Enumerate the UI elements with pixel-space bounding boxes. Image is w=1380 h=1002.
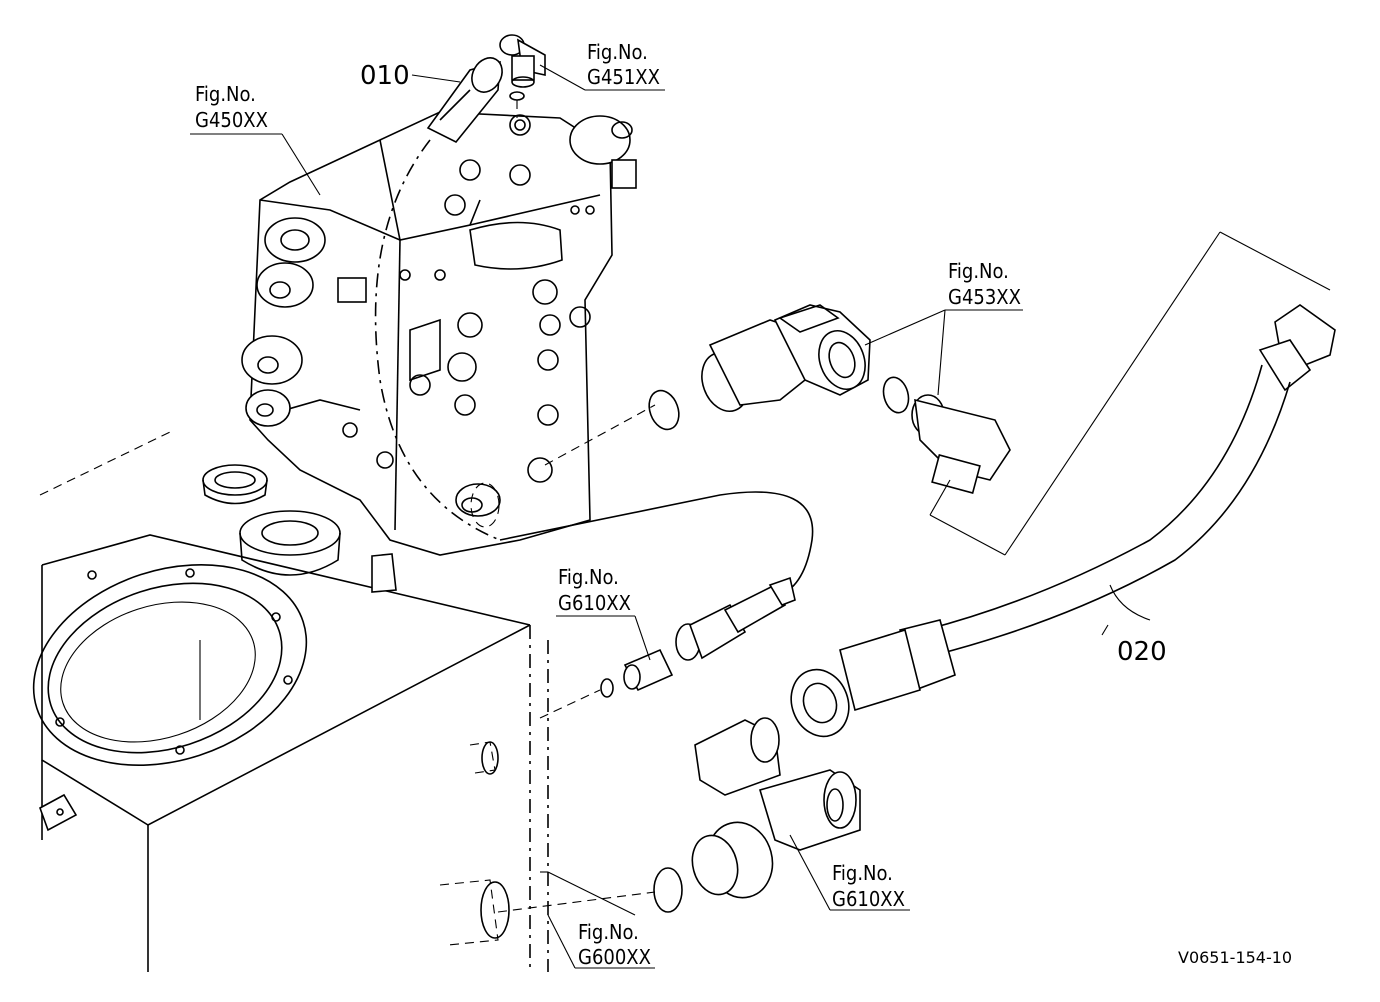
fig-g450-line2: G450XX — [195, 108, 268, 132]
drawing-reference: V0651-154-10 — [1178, 948, 1292, 967]
fig-g453-line2: G453XX — [948, 285, 1021, 309]
fig-g450-line1: Fig.No. — [195, 82, 256, 106]
elbow-fitting-g453 — [544, 304, 1011, 494]
leader-lines — [190, 64, 1331, 969]
fig-g610-top-line1: Fig.No. — [558, 565, 619, 589]
fig-g610-bottom-line1: Fig.No. — [832, 861, 893, 885]
callout-010: 010 — [360, 61, 410, 91]
sensor-cable — [374, 139, 814, 596]
fig-g600-line1: Fig.No. — [578, 920, 639, 944]
elbow-fitting-g451 — [499, 34, 546, 118]
fig-g610-bottom-line2: G610XX — [832, 887, 905, 911]
control-valve-assembly — [241, 111, 637, 556]
tank-body — [32, 431, 549, 972]
tee-fitting-g610 — [497, 717, 861, 913]
fig-g610-top-line2: G610XX — [558, 591, 631, 615]
spacer-rings — [202, 464, 397, 593]
fig-g451-line2: G451XX — [587, 65, 660, 89]
hydraulic-hose-020 — [790, 304, 1336, 738]
fig-g451-line1: Fig.No. — [587, 40, 648, 64]
adapter-fittings-g610 — [539, 576, 796, 719]
callout-020: 020 — [1117, 637, 1167, 667]
fig-g600-line2: G600XX — [578, 945, 651, 969]
pressure-sensor-010 — [426, 57, 503, 144]
fig-g453-line1: Fig.No. — [948, 259, 1009, 283]
